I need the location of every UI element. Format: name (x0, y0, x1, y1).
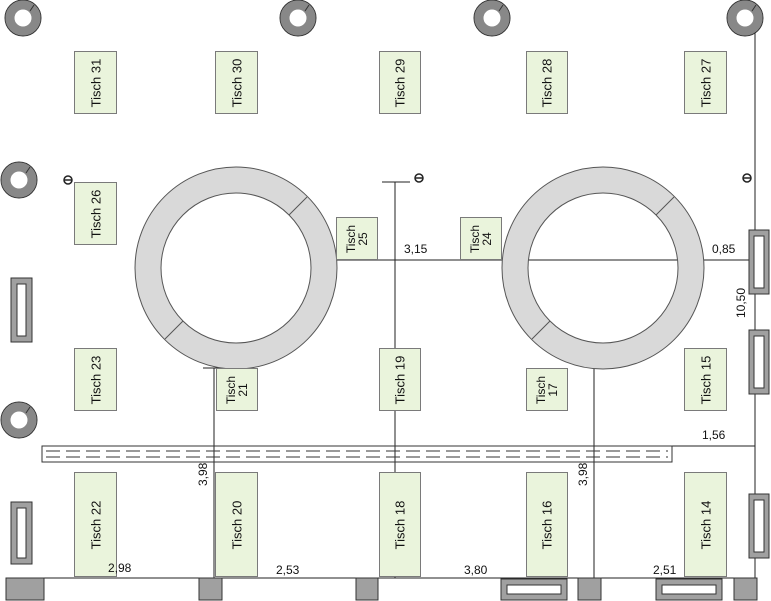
dimension-085: 0,85 (712, 242, 736, 256)
table-20-label: Tisch 20 (229, 500, 244, 549)
table-30-label: Tisch 30 (229, 58, 244, 107)
table-24-label: Tisch 24 (468, 224, 494, 253)
wall-fixtures (10, 229, 770, 565)
table-17[interactable]: Tisch 17 (526, 368, 568, 411)
ring-left-inner (160, 192, 312, 344)
table-26[interactable]: Tisch 26 (74, 182, 117, 245)
column-6 (0, 401, 38, 439)
ring-left (134, 166, 338, 370)
table-14-label: Tisch 14 (698, 500, 713, 549)
table-25[interactable]: Tisch 25 (336, 217, 378, 260)
dimension-315: 3,15 (404, 242, 428, 256)
dimension-156: 1,56 (702, 428, 726, 442)
column-2 (279, 0, 317, 37)
table-22[interactable]: Tisch 22 (74, 472, 117, 577)
table-19[interactable]: Tisch 19 (379, 348, 421, 411)
ring-right (501, 166, 705, 370)
table-29[interactable]: Tisch 29 (379, 51, 421, 114)
dimension-398-right: 3,98 (576, 462, 590, 486)
fixture-left-2 (10, 501, 33, 565)
columns (0, 0, 764, 439)
table-18[interactable]: Tisch 18 (379, 472, 421, 577)
bottom-fixture-4 (500, 578, 568, 601)
ring-right-seam-1 (655, 196, 675, 216)
outlet-marker-3 (742, 173, 752, 183)
bottom-block-1 (5, 577, 45, 601)
dimension-380: 3,80 (464, 563, 488, 577)
ring-right-outer (501, 166, 705, 370)
table-15[interactable]: Tisch 15 (684, 348, 727, 411)
table-21[interactable]: Tisch 21 (216, 368, 258, 411)
column-3 (473, 0, 511, 37)
fixture-right-1 (748, 229, 770, 295)
table-24[interactable]: Tisch 24 (460, 217, 502, 260)
table-23-label: Tisch 23 (88, 355, 103, 404)
table-21-label: Tisch 21 (224, 375, 250, 404)
table-20[interactable]: Tisch 20 (215, 472, 258, 577)
table-23[interactable]: Tisch 23 (74, 348, 117, 411)
stage-strip-outline (41, 445, 673, 463)
ring-left-fill (135, 167, 337, 369)
fixture-right-2 (748, 329, 770, 395)
table-19-label: Tisch 19 (392, 355, 408, 404)
table-26-label: Tisch 26 (88, 189, 103, 238)
ring-left-seam-2 (164, 320, 184, 340)
table-27-label: Tisch 27 (698, 58, 713, 107)
table-17-label: Tisch 17 (534, 375, 560, 404)
dimension-298: 2,98 (108, 561, 132, 575)
table-16[interactable]: Tisch 16 (526, 472, 568, 577)
outlet-markers (63, 173, 752, 185)
column-4 (726, 0, 764, 37)
outlet-marker-1 (63, 175, 73, 185)
table-30[interactable]: Tisch 30 (215, 51, 258, 114)
bottom-fixture-6 (655, 578, 723, 601)
outlet-marker-2 (414, 173, 424, 183)
bottom-block-7 (733, 577, 758, 601)
ring-right-inner (527, 192, 679, 344)
stage-strip (41, 445, 673, 463)
table-25-label: Tisch 25 (344, 224, 370, 253)
table-31[interactable]: Tisch 31 (74, 51, 117, 114)
table-27[interactable]: Tisch 27 (684, 51, 727, 114)
table-14[interactable]: Tisch 14 (684, 472, 727, 577)
dimension-398-left: 3,98 (196, 462, 210, 486)
dimension-1050: 10,50 (734, 287, 748, 318)
table-15-label: Tisch 15 (698, 355, 713, 404)
ring-right-fill (502, 167, 704, 369)
column-5 (0, 161, 38, 199)
table-22-label: Tisch 22 (88, 500, 103, 549)
bottom-block-5 (577, 577, 602, 601)
bottom-fixtures (5, 577, 758, 601)
table-31-label: Tisch 31 (88, 58, 103, 107)
dimension-251: 2,51 (653, 563, 677, 577)
bottom-block-2 (198, 577, 223, 601)
table-16-label: Tisch 16 (539, 500, 555, 549)
ring-right-seam-2 (531, 320, 551, 340)
fixture-right-3 (748, 493, 770, 559)
table-18-label: Tisch 18 (392, 500, 408, 549)
table-28[interactable]: Tisch 28 (526, 51, 568, 114)
fixture-left-1 (10, 277, 33, 343)
table-28-label: Tisch 28 (539, 58, 555, 107)
bottom-block-3 (355, 577, 379, 601)
table-29-label: Tisch 29 (392, 58, 408, 107)
dimension-253: 2,53 (276, 563, 300, 577)
column-1 (4, 0, 42, 37)
ring-left-seam-1 (288, 196, 308, 216)
